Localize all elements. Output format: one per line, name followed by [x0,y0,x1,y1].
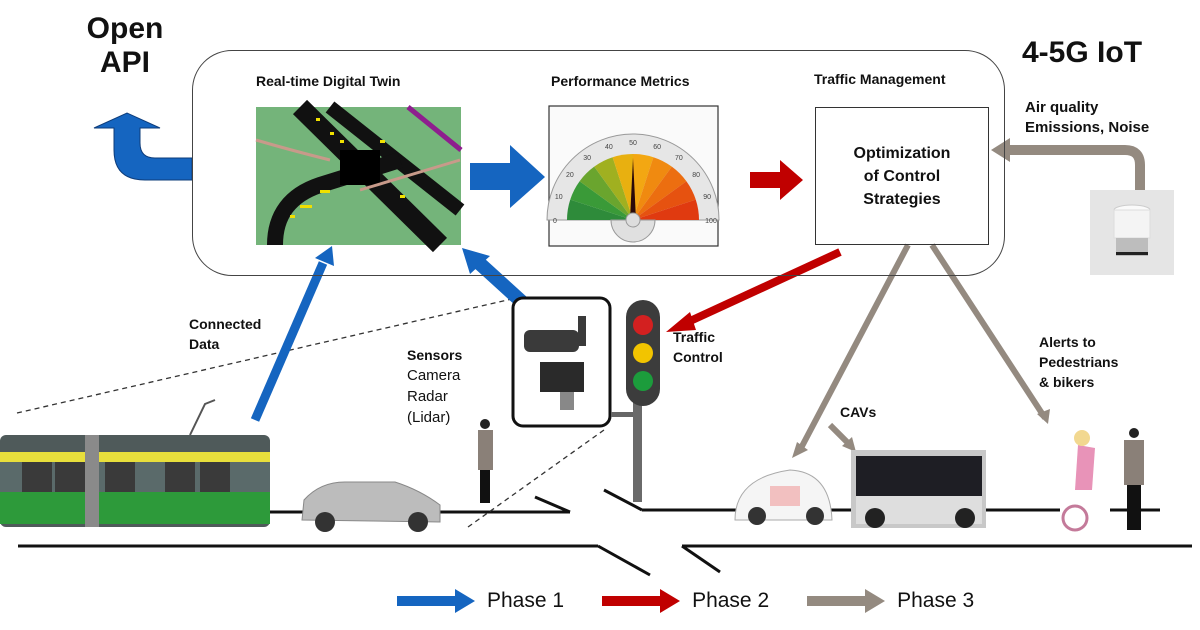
traffic-light [611,300,660,502]
air-quality-line1: Air quality [1025,99,1099,116]
phase2-arrow-icon [602,589,681,613]
traffic-control-line2: Control [673,349,723,365]
open-api-line1: Open [86,12,164,45]
gauge-segment [594,157,633,220]
autonomous-shuttle-image [851,450,986,528]
air-quality-arrow [991,138,1145,190]
alerts-line1: Alerts to [1039,334,1096,350]
phase3-arrow-icon [807,589,886,613]
gauge-tick-label: 30 [583,155,591,162]
road-lower-right-bend [681,544,721,574]
sensors-image-box [511,296,612,428]
optimization-line1: Optimization [853,144,951,162]
gauge-tick-label: 20 [566,172,574,179]
digital-twin-label: Real-time Digital Twin [256,73,401,89]
legend-label-phase2: Phase 2 [692,589,770,612]
gauge-tick-label: 70 [675,155,683,162]
connected-data-line1: Connected [189,316,262,332]
legend-item-phase1: Phase 1 [397,588,564,614]
gauge-tick-label: 100 [705,218,717,225]
road-upper-bend2 [603,488,643,512]
gauge-segment [633,154,654,220]
connected-data-label: Connected Data [189,314,261,354]
gauge-tick-label: 60 [653,144,661,151]
phase1-arrow-twin-to-metrics [470,145,545,208]
tram-image [0,399,270,527]
phase1-arrow-icon [397,589,475,613]
autonomous-car-image [734,469,833,525]
gauge-segment [633,166,687,220]
traffic-control-arrow [666,248,842,332]
gauge-tick-label: 40 [605,144,613,151]
gauge-segment [612,154,633,220]
legend-label-phase3: Phase 3 [897,589,975,612]
optimization-box: Optimization of Control Strategies [815,107,989,245]
alerts-line2: Pedestrians [1039,354,1119,370]
traffic-management-label: Traffic Management [814,71,946,87]
phase3-lines [797,243,1048,452]
open-api-title: Open API [70,12,180,80]
main-platform-box [192,50,1005,276]
sensors-to-twin-arrow [462,248,527,308]
sensors-label: Sensors Camera Radar (Lidar) [407,345,462,428]
gauge-tick-label: 90 [703,194,711,201]
gauge-tick-label: 0 [553,218,557,225]
traffic-control-label: Traffic Control [673,327,723,367]
gauge-needle [630,158,636,220]
dashed-coverage-line-2 [467,429,605,528]
connected-data-line2: Data [189,336,220,352]
performance-metrics-label: Performance Metrics [551,73,690,89]
gauge-tick-label: 10 [555,194,563,201]
legend-item-phase2: Phase 2 [602,588,769,614]
sensor-item-lidar: (Lidar) [407,409,451,426]
air-quality-sensor-image [1090,190,1174,275]
gauge-hub [625,212,641,228]
digital-twin-map [255,99,465,253]
connected-data-arrow [250,246,334,422]
open-api-arrow [93,112,193,181]
air-quality-line2: Emissions, Noise [1025,119,1150,136]
sensor-item-camera: Camera [407,367,461,384]
gauge-segment [633,199,699,220]
legend-item-phase3: Phase 3 [807,588,974,614]
pedestrian-right-image [1124,428,1144,530]
road-upper-bend [534,495,571,514]
sensor-item-radar: Radar [407,388,448,405]
sensors-title: Sensors [407,347,463,363]
alerts-line3: & bikers [1039,374,1095,390]
alerts-label: Alerts to Pedestrians & bikers [1039,332,1118,392]
cyclist-image [1061,430,1095,532]
performance-gauge: 0 10 20 30 40 50 60 70 80 90 100 [546,105,720,247]
gauge-segment [633,181,696,220]
iot-title: 4-5G IoT [1022,36,1143,69]
cavs-label: CAVs [840,404,877,420]
gauge-segment [633,157,672,220]
traffic-control-line1: Traffic [673,329,716,345]
gauge-segment [570,181,633,220]
dashed-coverage-line [16,297,517,414]
gauge-tick-label: 80 [692,172,700,179]
gauge-base [610,219,656,243]
optimization-line3: Strategies [863,190,941,208]
road-lower-left-bend [597,544,651,577]
phase2-arrow-metrics-to-optimization [750,160,803,200]
open-api-line2: API [99,46,150,79]
pedestrian-image [478,419,493,503]
car-image [301,481,441,532]
air-quality-label: Air quality Emissions, Noise [1025,98,1149,138]
gauge-segment [579,166,633,220]
optimization-line2: of Control [863,167,941,185]
phase-legend: Phase 1 Phase 2 Phase 3 [397,588,974,614]
gauge-segment [567,199,633,220]
legend-label-phase1: Phase 1 [487,589,565,612]
gauge-tick-label: 50 [629,140,637,147]
